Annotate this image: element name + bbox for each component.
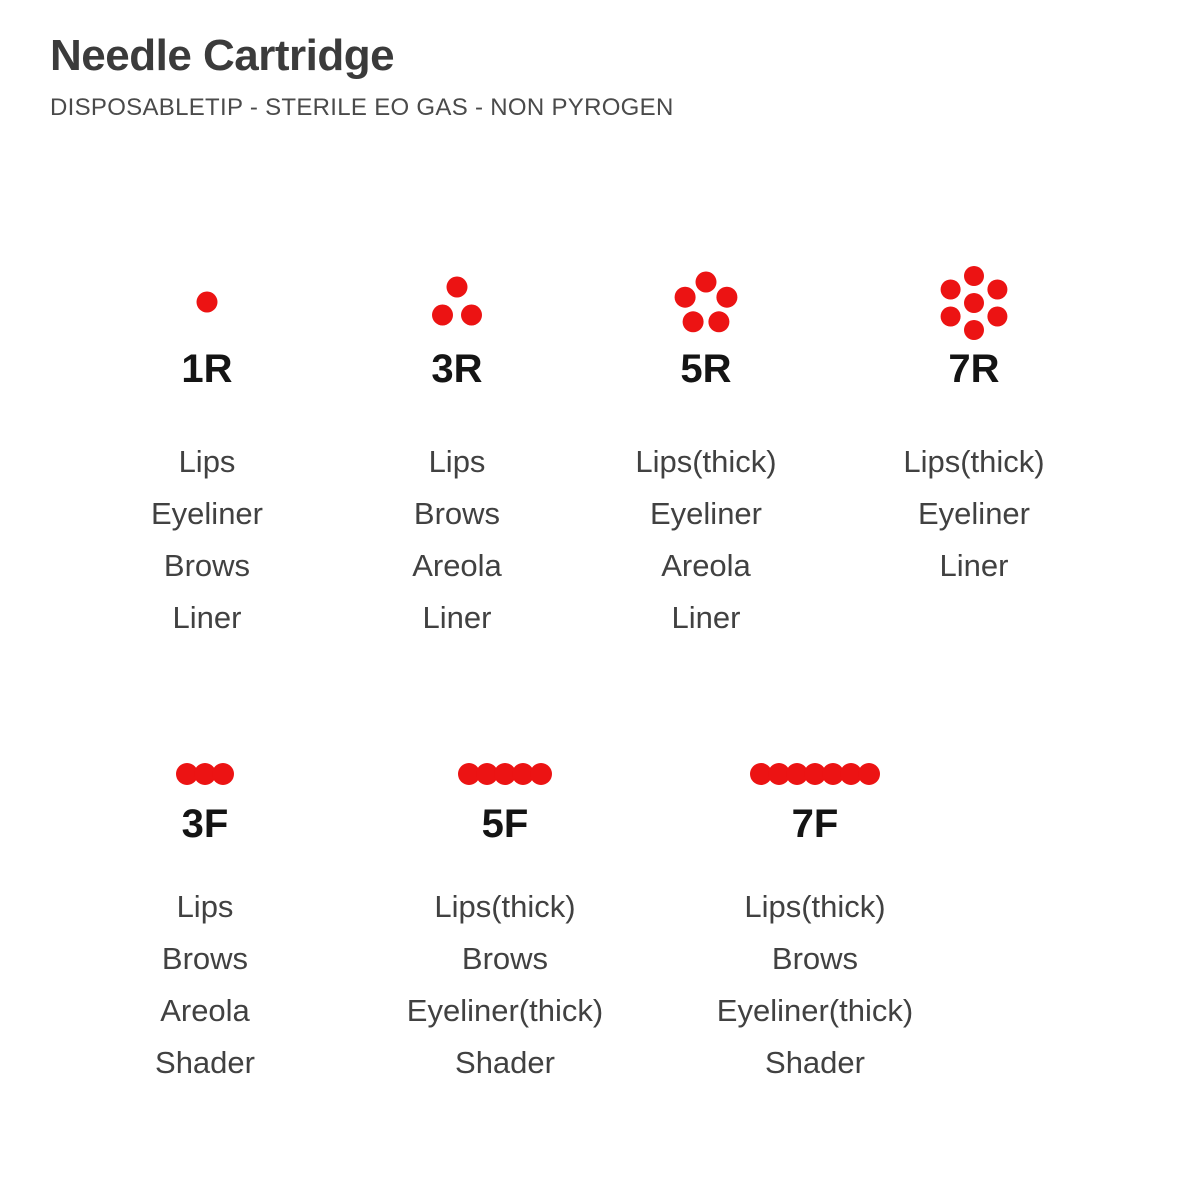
use-item: Lips(thick) xyxy=(635,444,777,479)
use-item: Brows xyxy=(161,941,249,976)
cartridge-code: 5F xyxy=(481,802,529,846)
use-item: Liner xyxy=(422,600,492,635)
use-item: Lips(thick) xyxy=(744,889,886,924)
use-item: Liner xyxy=(671,600,741,635)
needle-pattern-icon xyxy=(824,255,1124,347)
use-item: Lips(thick) xyxy=(434,889,576,924)
use-item: Brows xyxy=(461,941,549,976)
page-title: Needle Cartridge xyxy=(50,31,395,80)
cartridge-code: 7R xyxy=(948,347,1000,391)
cartridge-code: 3R xyxy=(431,347,483,391)
use-item: Areola xyxy=(412,548,502,583)
use-item: Areola xyxy=(661,548,751,583)
header: Needle Cartridge DISPOSABLETIP - STERILE… xyxy=(50,30,674,122)
cartridge-code: 7F xyxy=(791,802,839,846)
needle-pattern-icon xyxy=(556,255,856,347)
use-item: Areola xyxy=(160,993,250,1028)
use-item: Eyeliner(thick) xyxy=(406,993,604,1028)
use-item: Liner xyxy=(172,600,242,635)
needle-pattern-icon xyxy=(55,732,355,802)
needle-pattern-icon xyxy=(355,732,655,802)
use-item: Lips(thick) xyxy=(903,444,1045,479)
page-subtitle: DISPOSABLETIP - STERILE EO GAS - NON PYR… xyxy=(50,94,674,121)
cartridge-code: 3F xyxy=(181,802,229,846)
use-item: Eyeliner(thick) xyxy=(716,993,914,1028)
cartridge-code: 1R xyxy=(181,347,233,391)
cartridge-code: 5R xyxy=(680,347,732,391)
use-item: Brows xyxy=(163,548,251,583)
use-item: Eyeliner xyxy=(918,496,1030,531)
use-item: Lips xyxy=(428,444,486,479)
use-item: Lips xyxy=(178,444,236,479)
use-item: Shader xyxy=(765,1045,865,1080)
use-item: Brows xyxy=(771,941,859,976)
use-item: Shader xyxy=(455,1045,555,1080)
use-item: Shader xyxy=(155,1045,255,1080)
needle-pattern-icon xyxy=(665,732,965,802)
use-item: Eyeliner xyxy=(151,496,263,531)
use-item: Lips xyxy=(176,889,234,924)
use-item: Liner xyxy=(939,548,1009,583)
use-item: Eyeliner xyxy=(650,496,762,531)
needle-pattern-icon xyxy=(57,255,357,347)
needle-pattern-icon xyxy=(307,255,607,347)
use-item: Brows xyxy=(413,496,501,531)
